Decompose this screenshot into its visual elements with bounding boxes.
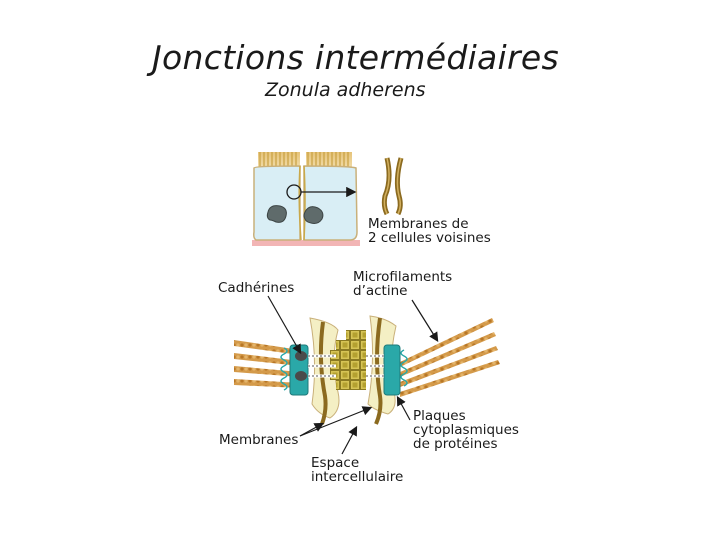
nucleus-right <box>304 207 323 224</box>
leader-espace <box>342 428 356 454</box>
nucleus-left <box>267 206 286 223</box>
label-plaques: Plaques cytoplasmiques de protéines <box>413 409 519 451</box>
plaque-right <box>384 345 407 395</box>
label-microfilaments: Microfilaments d’actine <box>353 270 452 298</box>
cell-right <box>304 166 357 240</box>
epithelial-cells <box>252 152 360 246</box>
label-cadherines: Cadhérines <box>218 281 294 295</box>
leader-cadherines <box>268 296 300 352</box>
basal-strip <box>252 240 360 246</box>
leader-plaques <box>398 398 410 420</box>
label-membranes: Membranes <box>219 433 298 447</box>
label-membranes-voisines: Membranes de 2 cellules voisines <box>368 217 491 245</box>
leader-microfilaments <box>412 300 437 340</box>
neighbour-membranes <box>384 158 401 214</box>
actin-filaments-right <box>400 318 500 397</box>
label-espace-intercellulaire: Espace intercellulaire <box>311 456 403 484</box>
cell-left <box>254 166 300 240</box>
